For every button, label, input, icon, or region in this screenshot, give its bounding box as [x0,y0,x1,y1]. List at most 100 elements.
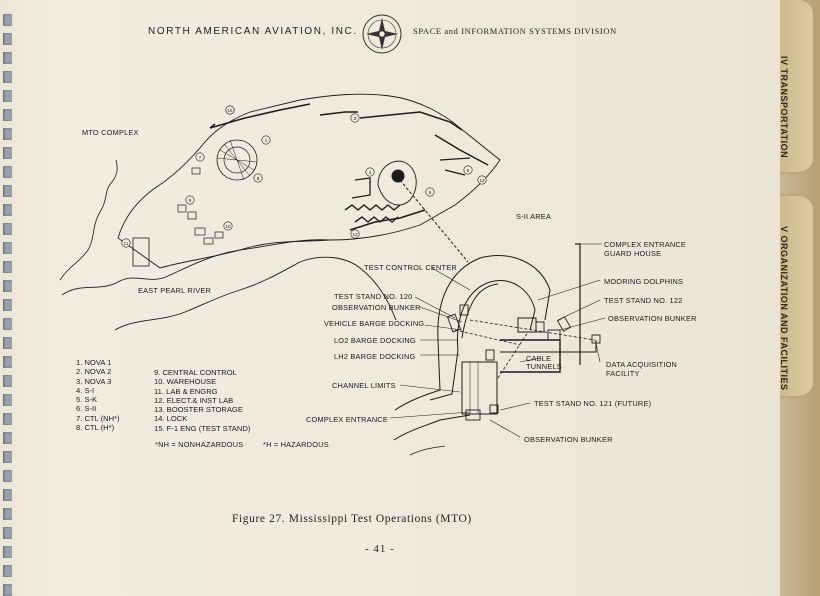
spiral-structure [216,139,258,181]
binding-hole [3,470,12,482]
legend-item: 8. CTL (H*) [76,423,115,433]
svg-text:4: 4 [369,170,372,175]
binding-hole [3,166,12,178]
legend-item: 12. ELECT.& INST LAB [154,395,234,405]
svg-text:10: 10 [225,224,231,229]
binding-hole [3,565,12,577]
spiral-binding [0,0,18,596]
legend-item: 5. S-K [76,395,98,405]
binding-hole [3,242,12,254]
detail-channel-inner [429,280,536,401]
stand-121-label: TEST STAND NO. 121 (FUTURE) [534,399,652,408]
binding-hole [3,261,12,273]
legend-item: 3. NOVA 3 [76,376,112,386]
binding-hole [3,318,12,330]
stand-120-label: TEST STAND NO. 120 [334,292,413,301]
map-marker: 5 [425,187,435,197]
river-north-bank [61,239,331,296]
binding-hole [3,489,12,501]
legend-item: 2. NOVA 2 [76,367,112,377]
channel-label: CHANNEL LIMITS [332,381,396,390]
figure-caption: Figure 27. Mississippi Test Operations (… [232,513,472,525]
binding-hole [3,394,12,406]
map-marker: 11 [121,238,131,248]
binding-hole [3,584,12,596]
binding-hole [3,432,12,444]
binding-hole [3,109,12,121]
company-logo-icon [362,14,402,54]
division-name: SPACE and INFORMATION SYSTEMS DIVISION [413,26,617,36]
svg-text:8: 8 [257,176,260,181]
legend-item: 14. LOCK [154,414,188,424]
footnote-hazardous: *H = HAZARDOUS [263,440,329,449]
test-area-pad [377,160,417,206]
tunnels-label: TUNNELS [526,362,562,371]
legend-item: 6. S-II [76,404,97,414]
binding-hole [3,451,12,463]
map-marker: 3 [350,113,360,123]
binding-hole [3,375,12,387]
map-marker: 13 [477,175,487,185]
s2-area-label: S-II AREA [516,212,552,221]
mto-complex-label: MTO COMPLEX [82,128,139,137]
binding-hole [3,356,12,368]
company-name: NORTH AMERICAN AVIATION, INC. [148,26,358,37]
binding-hole [3,546,12,558]
guard-house-label-2: GUARD HOUSE [604,249,662,258]
map-marker: 12 [350,229,360,239]
binding-hole [3,14,12,26]
tab-transportation-label: IV TRANSPORTATION [779,56,789,159]
binding-hole [3,128,12,140]
binding-hole [3,71,12,83]
lh2-barge-label: LH2 BARGE DOCKING [334,352,416,361]
complex-boundary [117,93,501,269]
obs-bunker-label-2: OBSERVATION BUNKER [608,314,697,323]
svg-text:9: 9 [189,198,192,203]
binding-hole [3,52,12,64]
binding-hole [3,90,12,102]
shoreline [59,159,118,281]
legend-item: 13. BOOSTER STORAGE [154,405,243,415]
svg-text:3: 3 [354,116,357,121]
binding-hole [3,299,12,311]
obs-bunker-label-1: OBSERVATION BUNKER [332,303,421,312]
stand-122-label: TEST STAND NO. 122 [604,296,683,305]
test-stand-marker [391,169,405,183]
lo2-barge-label: LO2 BARGE DOCKING [334,336,416,345]
legend-item: 7. CTL (NH*) [76,413,120,423]
vehicle-barge-label: VEHICLE BARGE DOCKING [324,319,425,328]
binding-hole [3,204,12,216]
binding-hole [3,527,12,539]
legend-item: 1. NOVA 1 [76,358,112,367]
facility-label: FACILITY [606,369,640,378]
map-marker: 7 [195,152,205,162]
lock-structure [132,237,150,267]
mto-map: 1234567891011121315 [59,93,606,456]
legend-item: 9. CENTRAL CONTROL [154,368,237,377]
detail-channel-outer [394,255,551,411]
binding-hole [3,280,12,292]
binding-hole [3,33,12,45]
binding-hole [3,337,12,349]
river-south-bank [114,256,397,331]
map-marker: 10 [223,221,233,231]
footnote-nonhazardous: *NH = NONHAZARDOUS [155,440,244,449]
binding-hole [3,508,12,520]
svg-text:1: 1 [265,138,268,143]
svg-text:15: 15 [227,108,233,113]
guard-house-label: COMPLEX ENTRANCE [604,240,687,249]
complex-entrance-label: COMPLEX ENTRANCE [306,415,389,424]
tab-organization-label: V ORGANIZATION AND FACILITIES [779,226,789,391]
map-marker: 6 [463,165,473,175]
svg-text:12: 12 [352,232,358,237]
svg-text:5: 5 [429,190,432,195]
legend-item: 15. F-1 ENG (TEST STAND) [154,423,251,433]
binding-hole [3,147,12,159]
obs-bunker-label-3: OBSERVATION BUNKER [524,435,613,444]
cable-label: CABLE [526,354,552,363]
legend-item: 4. S-I [76,385,95,395]
page-number: - 41 - [365,543,395,555]
svg-text:11: 11 [124,241,129,246]
